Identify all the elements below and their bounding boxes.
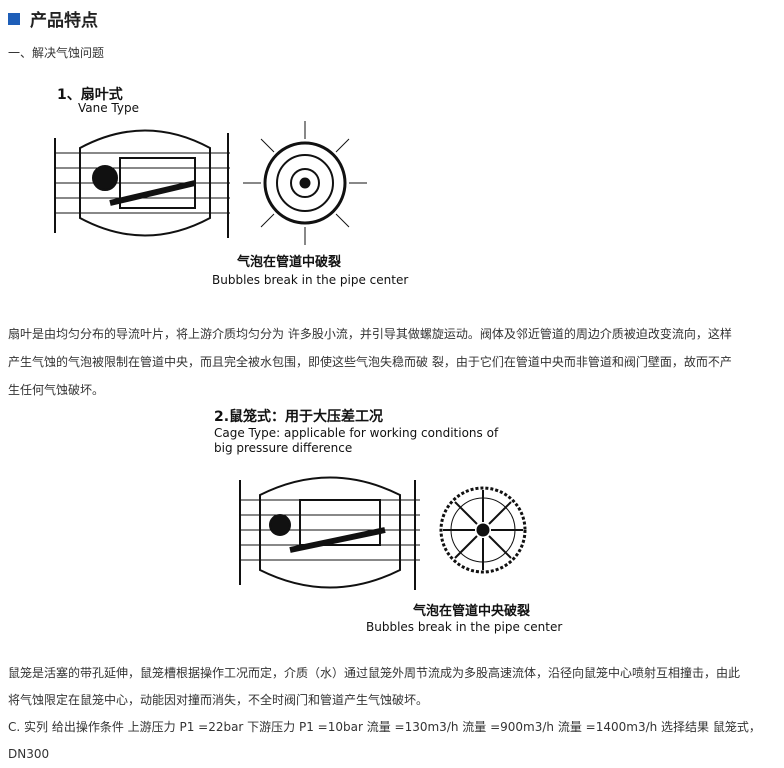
paragraph-line: 生任何气蚀破坏。 — [8, 383, 105, 397]
fig1-caption-en: Bubbles break in the pipe center — [212, 273, 409, 287]
fig1-title-cn: 1、扇叶式 — [57, 87, 123, 103]
fig2-title-en2: big pressure difference — [214, 441, 353, 455]
page-title: 产品特点 — [30, 11, 98, 31]
cage-type-diagram — [239, 476, 527, 590]
header-marker — [8, 12, 20, 25]
fig2-caption-en: Bubbles break in the pipe center — [366, 620, 563, 634]
paragraph-line: 产生气蚀的气泡被限制在管道中央，而且完全被水包围，即使这些气泡失稳而破 裂，由于… — [8, 355, 732, 369]
fig1-title-en: Vane Type — [78, 101, 139, 115]
vane-type-diagram — [54, 121, 367, 245]
paragraph-line: 鼠笼是活塞的带孔延伸，鼠笼槽根据操作工况而定，介质（水）通过鼠笼外周节流成为多股… — [8, 666, 741, 680]
fig2-caption-cn: 气泡在管道中央破裂 — [413, 604, 531, 619]
fig2-title-en1: Cage Type: applicable for working condit… — [214, 426, 499, 440]
paragraph-line: DN300 — [8, 747, 50, 761]
paragraph-line: 将气蚀限定在鼠笼中心，动能因对撞而消失，不全时阀门和管道产生气蚀破坏。 — [8, 693, 429, 707]
fig2-title-cn: 2.鼠笼式：用于大压差工况 — [214, 409, 384, 425]
section-header: 产品特点 — [8, 6, 98, 31]
fig1-caption-cn: 气泡在管道中破裂 — [237, 255, 342, 270]
vane-description: 扇叶是由均匀分布的导流叶片，将上游介质均匀分为 许多股小流，并引导其做螺旋运动。… — [8, 320, 778, 404]
paragraph-line: 扇叶是由均匀分布的导流叶片，将上游介质均匀分为 许多股小流，并引导其做螺旋运动。… — [8, 327, 732, 341]
subsection-title: 一、解决气蚀问题 — [8, 46, 105, 60]
cage-description: 鼠笼是活塞的带孔延伸，鼠笼槽根据操作工况而定，介质（水）通过鼠笼外周节流成为多股… — [8, 660, 778, 768]
paragraph-line: C. 实列 给出操作条件 上游压力 P1 =22bar 下游压力 P1 =10b… — [8, 720, 761, 734]
